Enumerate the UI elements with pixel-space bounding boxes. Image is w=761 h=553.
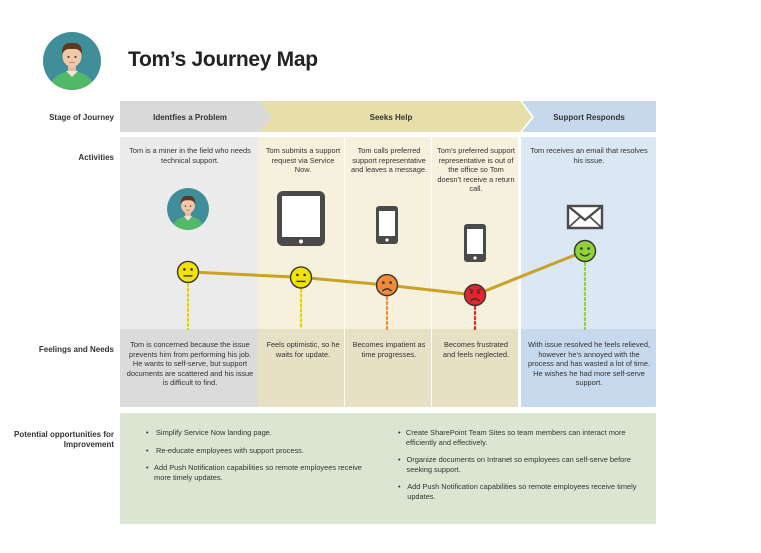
feeling-text-3: Becomes impatient as time progresses. [352,340,426,359]
opportunity-item: •Create SharePoint Team Sites so team me… [398,428,626,447]
phone-icon [464,224,486,262]
activity-cell [120,137,260,329]
feeling-text-2: Feels optimistic, so he waits for update… [266,340,340,359]
activity-text-1: Tom is a miner in the field who needs te… [129,146,251,165]
feeling-cell [258,329,344,407]
opportunity-item: •Simplify Service Now landing page. [146,428,272,437]
activity-text-5: Tom receives an email that resolves his … [530,146,648,165]
envelope-icon [566,204,604,230]
activity-text-3: Tom calls preferred support representati… [350,146,427,175]
feeling-cell [345,329,431,407]
phone-icon [376,206,398,244]
row-label-feelings: Feelings and Needs [38,345,114,354]
page-title: Tom’s Journey Map [128,48,318,71]
feeling-cell [521,329,656,407]
feeling-text-5: With issue resolved he feels relieved, h… [528,340,651,388]
feeling-text-1: Tom is concerned because the issue preve… [126,340,254,388]
emoji-sad-icon [375,273,399,297]
stage-arrow-identifies [120,101,272,132]
row-label-opportunities: Potential opportunities for Improvement [14,430,114,449]
emoji-neutral-icon [176,260,200,284]
activity-cell [521,137,656,329]
feeling-cell [120,329,260,407]
opportunities-box [120,413,656,524]
row-label-activities: Activities [78,153,114,162]
stage-arrow-support-responds [522,101,656,132]
feeling-text-4: Becomes frustrated and feels neglected. [442,340,510,359]
activity-text-2: Tom submits a support request via Servic… [265,146,341,175]
opportunity-item: •Add Push Notification capabilities so r… [398,482,637,501]
opportunity-item: •Organize documents on Intranet so emplo… [398,455,631,474]
emoji-happy-icon [573,239,597,263]
tablet-icon [277,191,325,246]
opportunities-right: •Create SharePoint Team Sites so team me… [398,428,646,502]
header-avatar-icon [43,32,101,90]
opportunity-item: •Re-educate employees with support proce… [146,445,304,455]
opportunity-item: •Add Push Notification capabilities so r… [146,463,362,482]
emoji-neutral-icon [289,266,313,289]
avatar-icon [167,188,209,230]
feeling-cell [432,329,518,407]
opportunities-left: •Simplify Service Now landing page. •Re-… [146,428,378,482]
emoji-angry-icon [463,283,487,307]
stage-label-support-responds: Support Responds [553,113,625,122]
row-label-stage: Stage of Journey [49,113,114,122]
stage-label-seeks-help: Seeks Help [369,113,413,122]
stage-label-identifies: Identfies a Problem [153,113,227,122]
activity-text-4: Tom’s preferred support representative i… [437,146,515,194]
stage-arrow-seeks-help [260,101,532,132]
